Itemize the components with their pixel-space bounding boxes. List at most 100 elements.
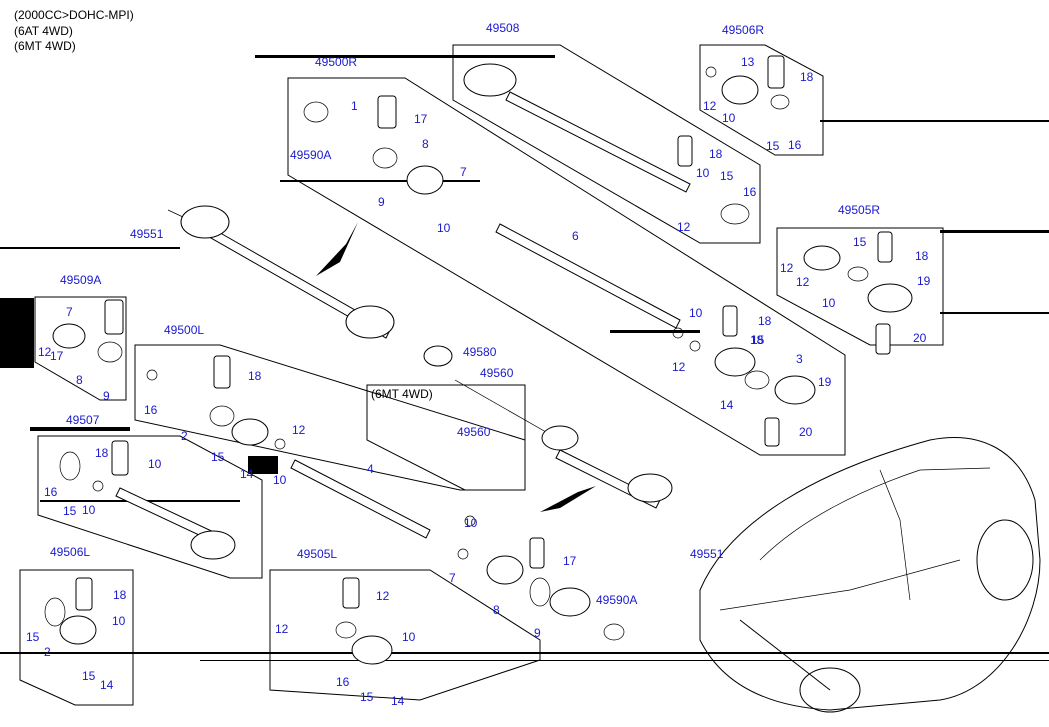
- callout: 12: [275, 622, 289, 636]
- inset-label: (6MT 4WD): [371, 387, 433, 401]
- grease-tubes: [75, 55, 893, 611]
- callout: 10: [112, 614, 126, 628]
- group-label: 49551: [690, 547, 724, 561]
- callout: 12: [677, 220, 691, 234]
- clamps: [44, 66, 869, 641]
- callout: 18: [95, 446, 109, 460]
- callout: 10: [689, 306, 703, 320]
- group-label: 49560: [480, 366, 514, 380]
- callout: 6: [572, 229, 579, 243]
- callout: 10: [696, 166, 710, 180]
- callout: 18: [800, 70, 814, 84]
- callout: 12: [796, 275, 810, 289]
- group-label: 49508: [486, 21, 520, 35]
- callout: 18: [248, 369, 262, 383]
- callout: 10: [822, 296, 836, 310]
- callout: 15: [211, 450, 225, 464]
- callout: 14: [720, 398, 734, 412]
- callout: 1: [351, 99, 358, 113]
- callout: 12: [292, 423, 306, 437]
- group-label: 49580: [463, 345, 497, 359]
- callout: 10: [437, 221, 451, 235]
- drive-shafts: [115, 91, 691, 544]
- callout: 14: [391, 694, 405, 708]
- callout: 15: [63, 504, 77, 518]
- callout: 18: [915, 249, 929, 263]
- header-line-3: (6MT 4WD): [14, 39, 76, 53]
- group-label: 49509A: [60, 273, 101, 287]
- group-label: 49500R: [315, 55, 357, 69]
- callout: 18: [709, 147, 723, 161]
- group-label: 49505L: [297, 547, 337, 561]
- callout: 7: [460, 165, 467, 179]
- callout: 15: [82, 669, 96, 683]
- callout: 8: [76, 373, 83, 387]
- group-label: 49506L: [50, 545, 90, 559]
- callout: 16: [336, 675, 350, 689]
- callout: 16: [44, 485, 58, 499]
- callout: 15: [853, 235, 867, 249]
- callout: 10: [402, 630, 416, 644]
- callout: 15: [751, 333, 765, 347]
- callout: 17: [563, 554, 577, 568]
- group-label: 49590A: [596, 593, 637, 607]
- group-label: 49507: [66, 413, 100, 427]
- callout: 8: [493, 603, 500, 617]
- header-line-1: (2000CC>DOHC-MPI): [14, 8, 134, 22]
- group-label: 49551: [130, 227, 164, 241]
- callout: 3: [796, 352, 803, 366]
- group-labels: 49508 49506R 49500R 49590A 49551 49505R …: [50, 21, 880, 607]
- callout: 18: [750, 333, 764, 347]
- callout: 16: [144, 403, 158, 417]
- callout: 10: [273, 473, 287, 487]
- callout: 17: [414, 112, 428, 126]
- callout: 13: [741, 55, 755, 69]
- callout: 12: [38, 345, 52, 359]
- callout: 19: [917, 274, 931, 288]
- callout: 9: [103, 389, 110, 403]
- callout: 9: [534, 626, 541, 640]
- cv-joints: [52, 63, 913, 665]
- callout: 16: [788, 138, 802, 152]
- callout: 8: [422, 137, 429, 151]
- center-shaft: [495, 223, 681, 329]
- callout: 10: [148, 457, 162, 471]
- callout-numbers: 1 17 8 7 9 10 6 12 13 18 12 10 15 16 18 …: [26, 55, 931, 708]
- callout: 10: [464, 516, 478, 530]
- callout: 10: [82, 503, 96, 517]
- callout: 14: [100, 678, 114, 692]
- callout: 9: [378, 195, 385, 209]
- callout: 7: [66, 305, 73, 319]
- callout: 19: [818, 375, 832, 389]
- callout: 12: [703, 99, 717, 113]
- callout: 15: [360, 690, 374, 704]
- callout: 16: [743, 185, 757, 199]
- panel-outlines: [19, 44, 944, 706]
- callout: 10: [722, 111, 736, 125]
- callout: 18: [758, 314, 772, 328]
- cv-boot-top: [463, 63, 517, 97]
- group-label: 49506R: [722, 23, 764, 37]
- callout: 4: [367, 462, 374, 476]
- callout: 7: [449, 571, 456, 585]
- callout: 2: [181, 429, 188, 443]
- group-label: 49500L: [164, 323, 204, 337]
- right-drive-shaft: [505, 91, 691, 193]
- suv-vehicle-illustration: [699, 437, 1041, 713]
- callout: 14: [240, 467, 254, 481]
- group-label: 49590A: [290, 148, 331, 162]
- callout: 12: [780, 261, 794, 275]
- callout: 12: [376, 589, 390, 603]
- group-label: 49560: [457, 425, 491, 439]
- callout: 15: [720, 169, 734, 183]
- callout: 18: [113, 588, 127, 602]
- callout: 20: [799, 425, 813, 439]
- callout: 17: [50, 349, 64, 363]
- callout: 12: [672, 360, 686, 374]
- header-line-2: (6AT 4WD): [14, 24, 73, 38]
- callout: 2: [44, 645, 51, 659]
- scan-artifacts: [0, 55, 1049, 661]
- middle-left-shaft: [290, 459, 431, 539]
- group-label: 49505R: [838, 203, 880, 217]
